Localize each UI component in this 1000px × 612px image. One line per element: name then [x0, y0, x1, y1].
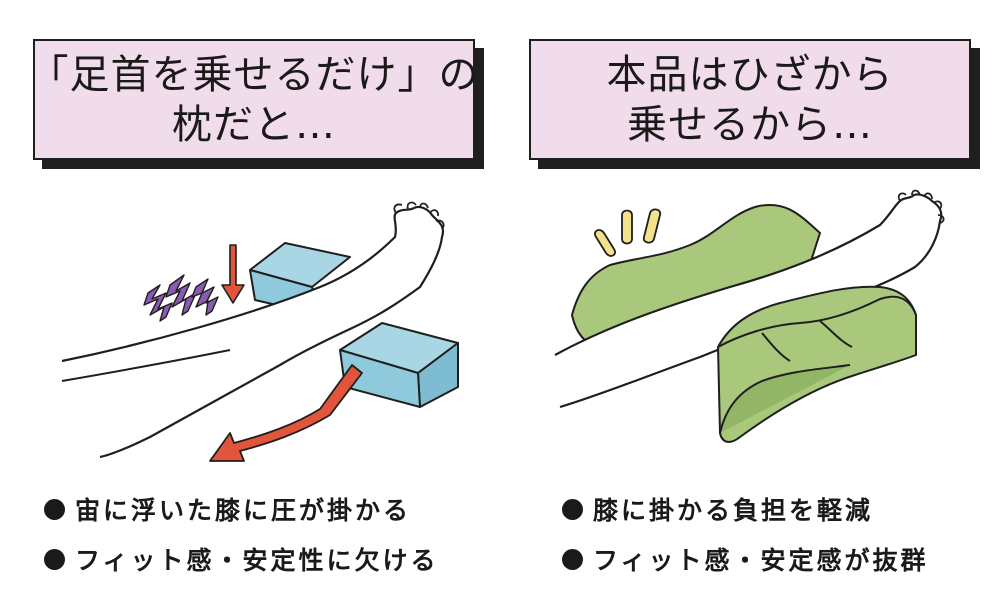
left-illustration: [61, 201, 459, 462]
front-pillow: [717, 285, 917, 443]
right-title-box: 本品はひざから 乗せるから…: [529, 39, 971, 160]
bullet-dot-icon: [562, 548, 583, 570]
left-panel: 「足首を乗せるだけ」の 枕だと…: [29, 39, 494, 584]
left-bullet-2: フィット感・安定性に欠ける: [44, 534, 494, 584]
left-bullets: 宙に浮いた膝に圧が掛かる フィット感・安定性に欠ける: [44, 484, 494, 584]
right-bullet-2: フィット感・安定感が抜群: [562, 534, 1000, 584]
sparkle-icon: [594, 208, 662, 257]
right-title-line-2: 乗せるから…: [627, 101, 873, 148]
left-title-box: 「足首を乗せるだけ」の 枕だと…: [29, 39, 479, 160]
left-bullet-1: 宙に浮いた膝に圧が掛かる: [44, 484, 494, 534]
right-bullets: 膝に掛かる負担を軽減 フィット感・安定感が抜群: [562, 484, 1000, 584]
pain-zigzag-icon: [143, 274, 219, 322]
ankle-block: [339, 322, 459, 408]
slide-arrow-icon: [209, 364, 363, 462]
right-bullet-1-text: 膝に掛かる負担を軽減: [593, 496, 874, 525]
right-bullet-2-text: フィット感・安定感が抜群: [593, 546, 929, 575]
bullet-dot-icon: [44, 498, 65, 520]
left-bullet-2-text: フィット感・安定性に欠ける: [75, 546, 439, 575]
right-illustration: [554, 189, 945, 443]
left-title-line-1: 「足首を乗せるだけ」の: [28, 51, 480, 98]
left-title-line-2: 枕だと…: [172, 101, 336, 148]
right-title-line-1: 本品はひざから: [606, 51, 894, 98]
bullet-dot-icon: [562, 498, 583, 520]
toes: [897, 189, 945, 224]
toes: [393, 201, 445, 230]
bullet-dot-icon: [44, 548, 65, 570]
left-bullet-1-text: 宙に浮いた膝に圧が掛かる: [75, 496, 412, 525]
down-arrow-icon: [221, 244, 245, 304]
right-panel: 本品はひざから 乗せるから…: [500, 0, 1000, 612]
right-bullet-1: 膝に掛かる負担を軽減: [562, 484, 1000, 534]
